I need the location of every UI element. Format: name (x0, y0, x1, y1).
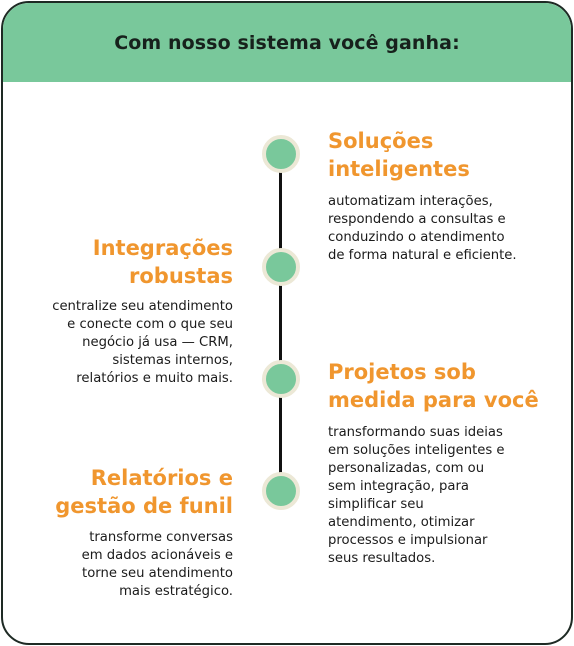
benefit-relatorios-gestao-funil: Relatórios e gestão de funil transforme … (3, 464, 233, 601)
timeline-line (279, 153, 282, 491)
benefit-description: transformando suas ideias em soluções in… (328, 424, 558, 568)
timeline-dot-2 (262, 248, 300, 286)
benefit-title-line: Integrações (92, 236, 233, 260)
desc-line: sistemas internos, (112, 353, 233, 368)
benefit-title-line: robustas (129, 264, 233, 288)
benefit-title-line: medida para você (328, 388, 539, 412)
desc-line: e conecte com o que seu (67, 317, 233, 332)
desc-line: em dados acionáveis e (81, 548, 233, 563)
desc-line: em soluções inteligentes e (328, 443, 505, 458)
desc-line: processos e impulsionar (328, 533, 488, 548)
timeline-dot-4 (262, 472, 300, 510)
desc-line: atendimento, otimizar (328, 515, 475, 530)
benefit-description: automatizam interações, respondendo a co… (328, 193, 558, 265)
desc-line: mais estratégico. (119, 584, 233, 599)
benefit-title: Soluções inteligentes (328, 127, 558, 183)
benefit-title: Integrações robustas (3, 234, 233, 290)
desc-line: torne seu atendimento (82, 566, 233, 581)
desc-line: personalizadas, com ou (328, 461, 485, 476)
benefit-description: centralize seu atendimento e conecte com… (3, 298, 233, 388)
desc-line: respondendo a consultas e (328, 212, 506, 227)
desc-line: relatórios e muito mais. (76, 371, 233, 386)
header-bar: Com nosso sistema você ganha: (3, 3, 571, 82)
header-title: Com nosso sistema você ganha: (114, 31, 460, 54)
desc-line: transformando suas ideias (328, 425, 503, 440)
desc-line: automatizam interações, (328, 194, 493, 209)
desc-line: centralize seu atendimento (52, 299, 233, 314)
desc-line: conduzindo o atendimento (328, 230, 505, 245)
benefit-title-line: Soluções (328, 129, 434, 153)
benefit-projetos-sob-medida: Projetos sob medida para você transforma… (328, 358, 558, 568)
desc-line: de forma natural e eficiente. (328, 248, 517, 263)
desc-line: seus resultados. (328, 551, 436, 566)
timeline-dot-1 (262, 135, 300, 173)
benefit-title: Relatórios e gestão de funil (3, 464, 233, 520)
benefit-title-line: Relatórios e (90, 466, 233, 490)
benefit-description: transforme conversas em dados acionáveis… (3, 529, 233, 601)
benefit-title-line: inteligentes (328, 157, 470, 181)
benefit-title: Projetos sob medida para você (328, 358, 558, 414)
desc-line: sem integração, para (328, 479, 469, 494)
benefit-integracoes-robustas: Integrações robustas centralize seu aten… (3, 234, 233, 388)
desc-line: transforme conversas (89, 530, 233, 545)
desc-line: simplificar seu (328, 497, 424, 512)
benefit-solucoes-inteligentes: Soluções inteligentes automatizam intera… (328, 127, 558, 265)
benefit-title-line: Projetos sob (328, 360, 476, 384)
timeline-dot-3 (262, 360, 300, 398)
benefit-title-line: gestão de funil (55, 494, 233, 518)
desc-line: negócio já usa — CRM, (82, 335, 233, 350)
